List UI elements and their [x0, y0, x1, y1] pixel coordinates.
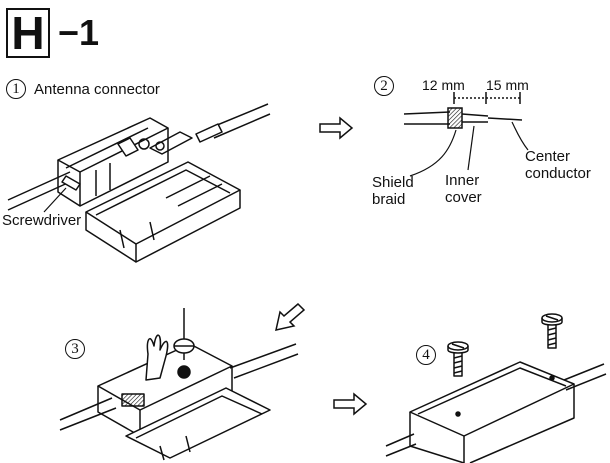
- step-4-number: 4: [416, 345, 436, 365]
- shield-braid-label-line1: Shield: [372, 174, 414, 191]
- arrow-right-icon: [333, 392, 368, 416]
- dimension-12mm: 12 mm: [422, 77, 465, 93]
- screwdriver-label: Screwdriver: [2, 212, 82, 229]
- arrow-right-icon: [319, 116, 354, 140]
- center-conductor-label-line1: Center: [525, 148, 571, 165]
- section-letter-box: H: [6, 8, 50, 58]
- step-4-illustration: [385, 313, 607, 463]
- arrow-down-left-icon: [275, 302, 306, 331]
- section-number: −1: [58, 12, 100, 53]
- step-2-number: 2: [374, 76, 394, 96]
- step-1-label: Antenna connector: [34, 81, 160, 98]
- section-letter: H: [11, 7, 45, 59]
- step-1-number: 1: [6, 79, 26, 99]
- inner-cover-label-line2: cover: [445, 189, 482, 206]
- step-3-illustration: [59, 308, 299, 461]
- step-1-illustration: [7, 103, 271, 263]
- center-conductor-label-line2: conductor: [525, 165, 591, 182]
- dimension-15mm: 15 mm: [486, 77, 529, 93]
- step-2-illustration: [403, 92, 523, 129]
- inner-cover-label-line1: Inner: [445, 172, 480, 189]
- step-3-number: 3: [65, 339, 85, 359]
- shield-braid-label-line2: braid: [372, 191, 406, 208]
